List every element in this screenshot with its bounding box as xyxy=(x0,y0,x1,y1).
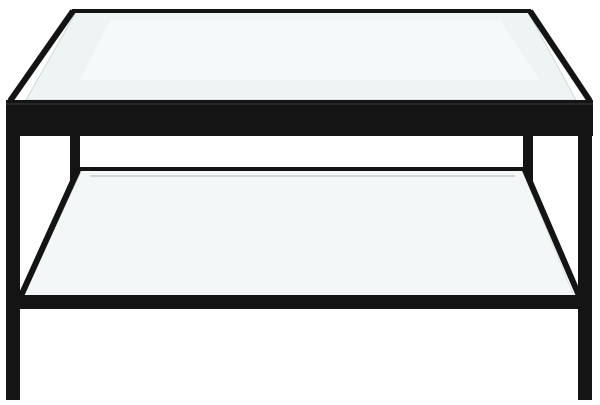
lower-shelf-glass xyxy=(21,169,575,297)
front-right-leg xyxy=(578,134,592,400)
top-apron xyxy=(6,100,593,136)
front-left-leg xyxy=(6,134,20,400)
top-frame-left-rail xyxy=(7,9,76,103)
top-glass-highlight xyxy=(80,20,540,80)
top-frame-right-rail xyxy=(527,9,593,103)
lower-shelf-left-rail xyxy=(17,168,81,300)
lower-shelf-right-rail xyxy=(522,168,583,300)
lower-shelf-front-rail xyxy=(12,295,588,309)
